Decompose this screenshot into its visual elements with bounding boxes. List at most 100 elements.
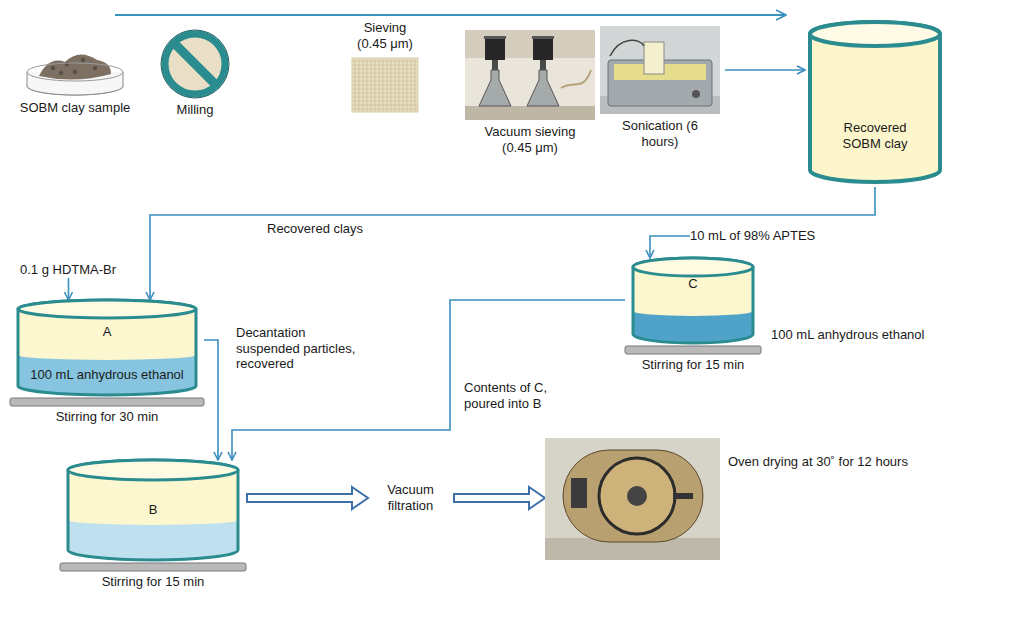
beaker-b: B Stirring for 15 min	[60, 460, 246, 594]
node-label: Vacuum filtration	[368, 482, 453, 513]
clay-grain	[65, 62, 69, 66]
clay-heap	[39, 54, 111, 79]
mesh-thread	[353, 89, 417, 90]
mesh-thread	[353, 61, 417, 62]
beaker-liquid	[18, 355, 196, 395]
node-label: B	[149, 502, 158, 518]
beaker-wall	[18, 300, 196, 395]
node-label: 100 mL anhydrous ethanol	[771, 327, 924, 343]
mesh-square	[352, 58, 418, 112]
beaker-c: C 100 mL anhydrous ethanolStirring for 15…	[625, 258, 927, 377]
flow-arrow	[246, 487, 368, 509]
clay-grain	[59, 71, 63, 75]
photo-ground	[600, 26, 720, 114]
beaker-mouth	[633, 258, 753, 276]
oven-door	[599, 458, 675, 534]
oven-drum	[563, 450, 703, 542]
connector-line	[232, 300, 625, 460]
node-label: Stirring for 15 min	[102, 574, 205, 590]
mill-disc	[165, 34, 225, 94]
node-label: A	[103, 324, 112, 340]
beaker-a: A 100 mL anhydrous ethanolStirring for 30…	[10, 300, 204, 429]
bath-knob	[692, 90, 700, 98]
dish-rim	[27, 63, 123, 81]
beaker-mouth	[18, 300, 196, 318]
sonication-photo: Sonication (6 hours)	[600, 26, 725, 151]
filter-funnel	[533, 38, 553, 60]
power-cable	[610, 40, 644, 56]
arrow-shaft-fill	[248, 495, 356, 501]
mesh-thread	[353, 101, 417, 102]
beaker-wall	[68, 460, 238, 560]
photo-wall	[465, 30, 595, 58]
mill-edge	[161, 30, 229, 98]
node-label: C	[688, 276, 697, 292]
mesh-thread	[353, 65, 417, 66]
photo-ground	[465, 30, 595, 120]
oven-panel	[571, 478, 587, 508]
node-label: Sieving (0.45 μm)	[350, 20, 420, 51]
reagent-label: 10 mL of 98% APTES	[690, 228, 816, 244]
mesh-thread	[353, 69, 417, 70]
mesh-thread	[353, 85, 417, 86]
flow-arrow	[150, 187, 875, 300]
mesh-thread	[353, 105, 417, 106]
flow-arrow	[453, 487, 545, 509]
milling-icon: Milling	[150, 28, 244, 120]
mesh-thread	[353, 109, 417, 110]
sieve-mesh: Sieving (0.45 μm)	[340, 20, 430, 116]
beaker-fill	[18, 300, 196, 395]
reagent-label: 0.1 g HDTMA-Br	[20, 262, 117, 278]
edge-label: Recovered clays	[265, 221, 365, 237]
connector-line	[650, 236, 690, 258]
sample-dish: SOBM clay sample	[5, 42, 149, 120]
funnel-stem	[540, 60, 546, 70]
funnel-rim	[484, 36, 506, 39]
beaker-mouth	[68, 460, 238, 480]
connector-line	[725, 69, 805, 71]
node-label: Sonication (6 hours)	[622, 118, 698, 149]
beaker-fill	[68, 460, 238, 560]
node-label: Stirring for 15 min	[642, 357, 745, 373]
flow-arrow	[204, 340, 218, 460]
mesh-thread	[353, 77, 417, 78]
photo-bench	[465, 106, 595, 120]
node-label: 100 mL anhydrous ethanol	[30, 367, 183, 383]
recovered-clay-jar-art	[805, 22, 945, 187]
clay-grain	[51, 66, 55, 70]
vacuum-tube	[561, 70, 591, 88]
mesh-thread	[353, 73, 417, 74]
node-label: 0.1 g HDTMA-Br	[20, 262, 116, 278]
funnel-stem	[492, 60, 498, 70]
clay-grain	[81, 58, 85, 62]
mill-bar	[175, 44, 215, 84]
filter-flask	[527, 70, 559, 106]
node-label: Stirring for 30 min	[56, 409, 159, 425]
sample-beaker	[644, 42, 664, 74]
arrow-shaft-fill	[455, 495, 533, 501]
clay-grain	[73, 70, 77, 74]
edge-label: Contents of C, poured into B	[462, 380, 566, 411]
node-label: Recovered SOBM clay	[835, 120, 915, 151]
node-label: 10 mL of 98% APTES	[690, 228, 815, 244]
connector-line	[204, 340, 218, 460]
filter-funnel	[485, 38, 505, 60]
vacuum-sieving-photo: Vacuum sieving (0.45 μm)	[465, 30, 595, 157]
recovered-clay-jar: Recovered SOBM clay	[805, 22, 945, 187]
connector-line	[68, 278, 70, 300]
photo-ground	[545, 438, 720, 560]
clay-grain	[93, 66, 97, 70]
beaker-wall	[633, 258, 753, 343]
process-direction-arrow	[115, 14, 786, 16]
edge-label: Decantation suspended particles, recover…	[234, 325, 366, 372]
flow-arrow	[232, 300, 625, 460]
flow-arrow	[650, 236, 690, 258]
filter-flask	[479, 70, 511, 106]
mesh-thread	[353, 81, 417, 82]
oven-handle	[673, 493, 693, 499]
oven-window	[627, 486, 647, 506]
mesh-thread	[353, 97, 417, 98]
funnel-rim	[532, 36, 554, 39]
stirrer-plate	[625, 346, 761, 354]
